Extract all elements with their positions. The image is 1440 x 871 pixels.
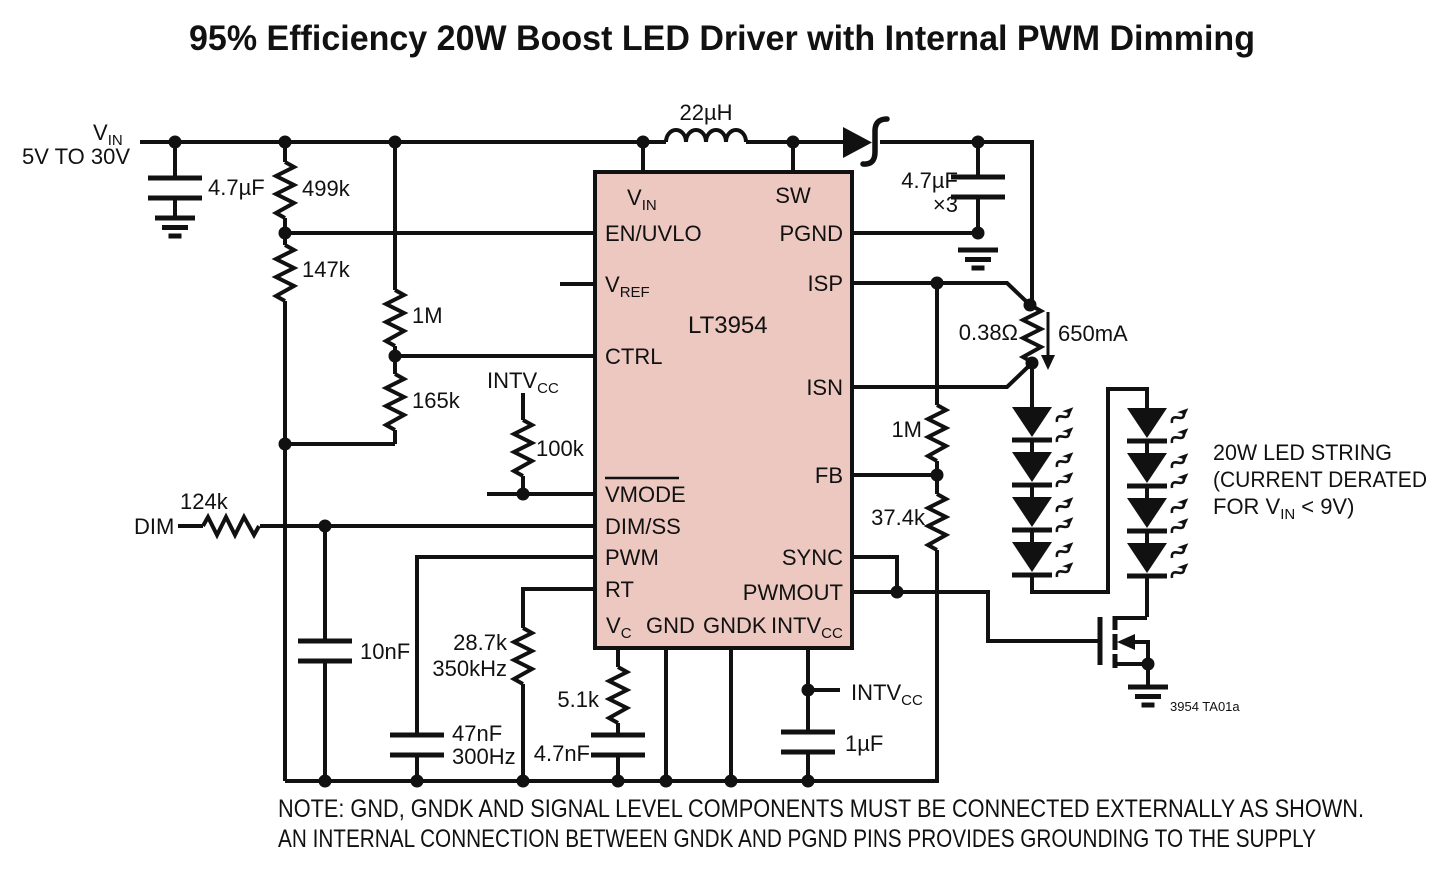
wires <box>140 140 1150 783</box>
components <box>148 116 1191 755</box>
resistor-sense-label: 0.38Ω <box>959 320 1018 345</box>
ic-pin-ctrl: CTRL <box>605 344 662 369</box>
resistor-165k-label: 165k <box>412 388 461 413</box>
cap-10nf-label: 10nF <box>360 639 410 664</box>
ic-pin-dim-ss: DIM/SS <box>605 514 681 539</box>
resistor-5k1-label: 5.1k <box>557 687 600 712</box>
ic-pin-gnd: GND <box>646 613 695 638</box>
resistor-499k <box>274 160 296 220</box>
figure-tag: 3954 TA01a <box>1170 699 1240 714</box>
resistor-37k4-label: 37.4k <box>871 505 926 530</box>
ic-pin-pgnd: PGND <box>779 221 843 246</box>
page-title: 95% Efficiency 20W Boost LED Driver with… <box>189 19 1255 58</box>
resistor-147k-label: 147k <box>302 257 351 282</box>
ic-part-number: LT3954 <box>688 312 768 339</box>
resistor-28k7-freq-label: 350kHz <box>432 656 507 681</box>
current-arrow <box>1041 312 1055 370</box>
mosfet-dimming <box>1097 616 1135 668</box>
resistor-37k4 <box>926 492 948 552</box>
inductor-label: 22µH <box>679 100 732 125</box>
dim-label: DIM <box>134 514 174 539</box>
ic-pin-labels: VIN EN/UVLO VREF CTRL VMODE DIM/SS PWM R… <box>605 183 843 642</box>
diode-boost <box>843 116 890 167</box>
resistor-28k7 <box>512 626 534 686</box>
cap-output-label: 4.7µF <box>901 168 958 193</box>
ic-pin-vc: VC <box>606 613 632 642</box>
led-string-1 <box>1012 404 1076 580</box>
wire-fet-drain <box>1115 616 1150 687</box>
ic-pin-gndk: GNDK <box>703 613 767 638</box>
resistor-499k-label: 499k <box>302 176 351 201</box>
ic-pin-sync: SYNC <box>782 545 843 570</box>
ic-pin-sw: SW <box>775 183 811 208</box>
net-labels: VIN 5V TO 30V 4.7µF 499k 147k 1M 165k IN… <box>22 100 1128 769</box>
vin-range-label: 5V TO 30V <box>22 144 130 169</box>
resistor-28k7-label: 28.7k <box>453 630 508 655</box>
resistor-5k1 <box>607 665 629 725</box>
footnote: NOTE: GND, GNDK AND SIGNAL LEVEL COMPONE… <box>278 795 1364 853</box>
cap-input-4u7 <box>148 178 202 198</box>
resistor-sense <box>1021 304 1043 364</box>
resistor-124k <box>201 515 261 537</box>
cap-4n7-label: 4.7nF <box>534 741 590 766</box>
led-current-label: 650mA <box>1058 321 1128 346</box>
ic-pin-rt: RT <box>605 577 634 602</box>
ic-pin-fb: FB <box>815 463 843 488</box>
resistor-100k-label: 100k <box>536 436 585 461</box>
note-line1: NOTE: GND, GNDK AND SIGNAL LEVEL COMPONE… <box>278 795 1364 823</box>
resistor-1m-ctrl <box>384 288 406 348</box>
resistor-1m-ctrl-label: 1M <box>412 303 443 328</box>
cap-4n7 <box>591 735 645 755</box>
cap-10nf <box>298 641 352 661</box>
wire-vin-rail <box>140 140 1034 305</box>
ic-pin-pwmout: PWMOUT <box>743 580 843 605</box>
cap-1uf-label: 1µF <box>845 731 883 756</box>
vin-label: VIN <box>93 120 123 149</box>
ic-pin-en-uvlo: EN/UVLO <box>605 221 702 246</box>
resistor-147k <box>274 243 296 303</box>
wire-isp <box>853 281 1032 307</box>
ground-input <box>155 218 195 236</box>
cap-47nf <box>390 735 444 755</box>
note-line2: AN INTERNAL CONNECTION BETWEEN GNDK AND … <box>278 825 1316 853</box>
ground-fet <box>1128 687 1168 705</box>
wire-rt <box>521 587 595 781</box>
wire-isn <box>853 361 1034 389</box>
resistor-1m-fb-label: 1M <box>891 417 922 442</box>
cap-47nf-label: 47nF <box>452 721 502 746</box>
inductor-22uh <box>664 128 748 144</box>
resistor-124k-label: 124k <box>180 489 229 514</box>
led-note-line3: FOR VIN< 9V) <box>1213 494 1354 523</box>
wire-ground-bus <box>285 550 939 783</box>
wire-led-string1 <box>1030 387 1149 594</box>
intvcc-rail-label: INTVCC <box>851 680 923 709</box>
ic-pin-pwm: PWM <box>605 545 659 570</box>
ic-pin-vmode: VMODE <box>605 482 686 507</box>
led-string-2 <box>1127 405 1191 581</box>
cap-output-4u7 <box>951 177 1005 197</box>
resistor-165k <box>384 372 406 432</box>
cap-1uf <box>781 732 835 752</box>
cap-47nf-freq-label: 300Hz <box>452 744 516 769</box>
ground-pgnd <box>958 250 998 268</box>
wire-pwmout <box>853 590 1100 643</box>
cap-input-label: 4.7µF <box>208 175 265 200</box>
cap-output-mult-label: ×3 <box>933 192 958 217</box>
ic-pin-vref: VREF <box>605 272 650 301</box>
ic-pin-isn: ISN <box>806 375 843 400</box>
led-note-line1: 20W LED STRING <box>1213 440 1392 465</box>
led-note-line2: (CURRENT DERATED <box>1213 467 1427 492</box>
wire-sync <box>853 555 899 592</box>
resistor-100k <box>512 418 534 478</box>
ic-pin-intvcc: INTVCC <box>771 613 843 642</box>
intvcc-vmode-label: INTVCC <box>487 368 559 397</box>
ic-pin-vin: VIN <box>627 185 657 214</box>
ic-body <box>593 170 854 650</box>
resistor-1m-fb <box>926 403 948 463</box>
led-string-annotation: 20W LED STRING (CURRENT DERATED FOR VIN<… <box>1213 440 1427 523</box>
ic-pin-isp: ISP <box>808 271 843 296</box>
junction-dots <box>168 135 1155 788</box>
wire-intvcc <box>806 648 840 781</box>
